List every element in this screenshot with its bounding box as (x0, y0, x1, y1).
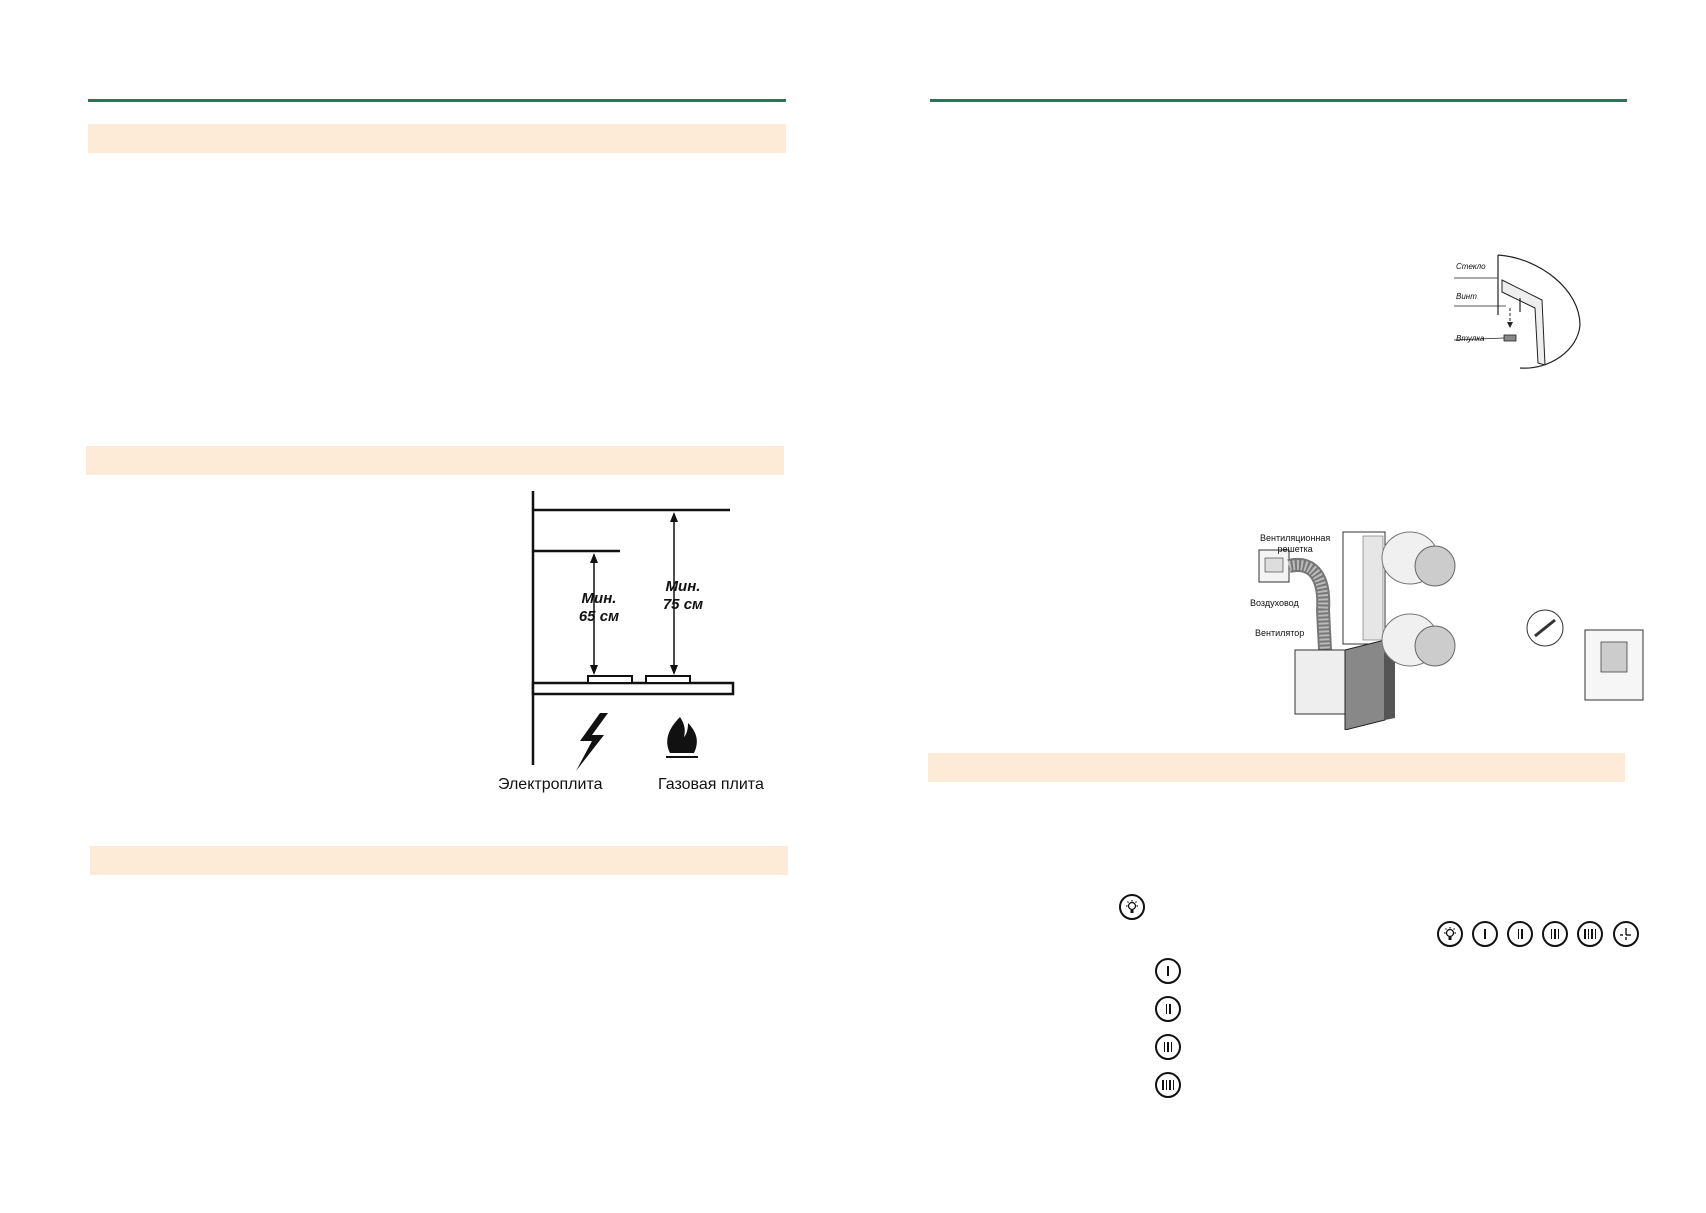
legend-speed-2-icon (1155, 996, 1181, 1022)
speed-1-button[interactable] (1472, 921, 1498, 947)
min-label-65-line2: 65 см (578, 608, 620, 625)
left-header-rule (88, 99, 786, 102)
grille-label-line1: Вентиляционная (1260, 533, 1331, 543)
speed-2-button[interactable] (1507, 921, 1533, 947)
fan-label: Вентилятор (1255, 628, 1305, 638)
speed-3-button[interactable] (1542, 921, 1568, 947)
grille-label: Вентиляционная решетка (1260, 533, 1330, 555)
legend-speed-3-icon (1155, 1034, 1181, 1060)
timer-button[interactable] (1613, 921, 1639, 947)
speed-1-icon (1484, 929, 1486, 939)
glass-label: Стекло (1456, 262, 1486, 271)
speed-3-icon (1550, 929, 1560, 939)
grille-label-line2: решетка (1277, 544, 1313, 554)
speed-4-button[interactable] (1577, 921, 1603, 947)
min-label-75: Мин. 75 см (656, 578, 710, 614)
light-button[interactable] (1437, 921, 1463, 947)
min-label-75-line1: Мин. (665, 578, 701, 595)
speed-4-icon (1584, 929, 1596, 939)
screw-label: Винт (1456, 292, 1477, 301)
installation-height-diagram (531, 491, 735, 771)
control-panel (1437, 919, 1643, 949)
socket-label: Втулка (1456, 334, 1485, 343)
min-label-65: Мин. 65 см (572, 590, 626, 626)
stove-gas-label: Газовая плита (658, 776, 764, 793)
stove-electric-label: Электроплита (498, 776, 603, 793)
lightning-icon (576, 713, 608, 771)
light-bulb-icon (1444, 927, 1456, 940)
speed-2-icon (1517, 929, 1523, 939)
light-bulb-icon (1126, 900, 1138, 913)
section-band-3 (90, 846, 788, 875)
timer-icon (1620, 928, 1631, 940)
right-header-rule (930, 99, 1627, 102)
legend-speed-4-icon (1155, 1072, 1181, 1098)
legend-light-icon (1119, 894, 1145, 920)
min-label-75-line2: 75 см (662, 596, 704, 613)
duct-label: Воздуховод (1250, 598, 1299, 608)
duct-installation-diagram (1258, 531, 1644, 730)
section-band-4 (928, 753, 1625, 782)
legend-speed-1-icon (1155, 958, 1181, 984)
section-band-2 (86, 446, 784, 475)
glass-fixing-diagram (1453, 254, 1581, 369)
section-band-1 (88, 124, 786, 153)
min-label-65-line1: Мин. (581, 590, 617, 607)
flame-icon (667, 717, 697, 753)
